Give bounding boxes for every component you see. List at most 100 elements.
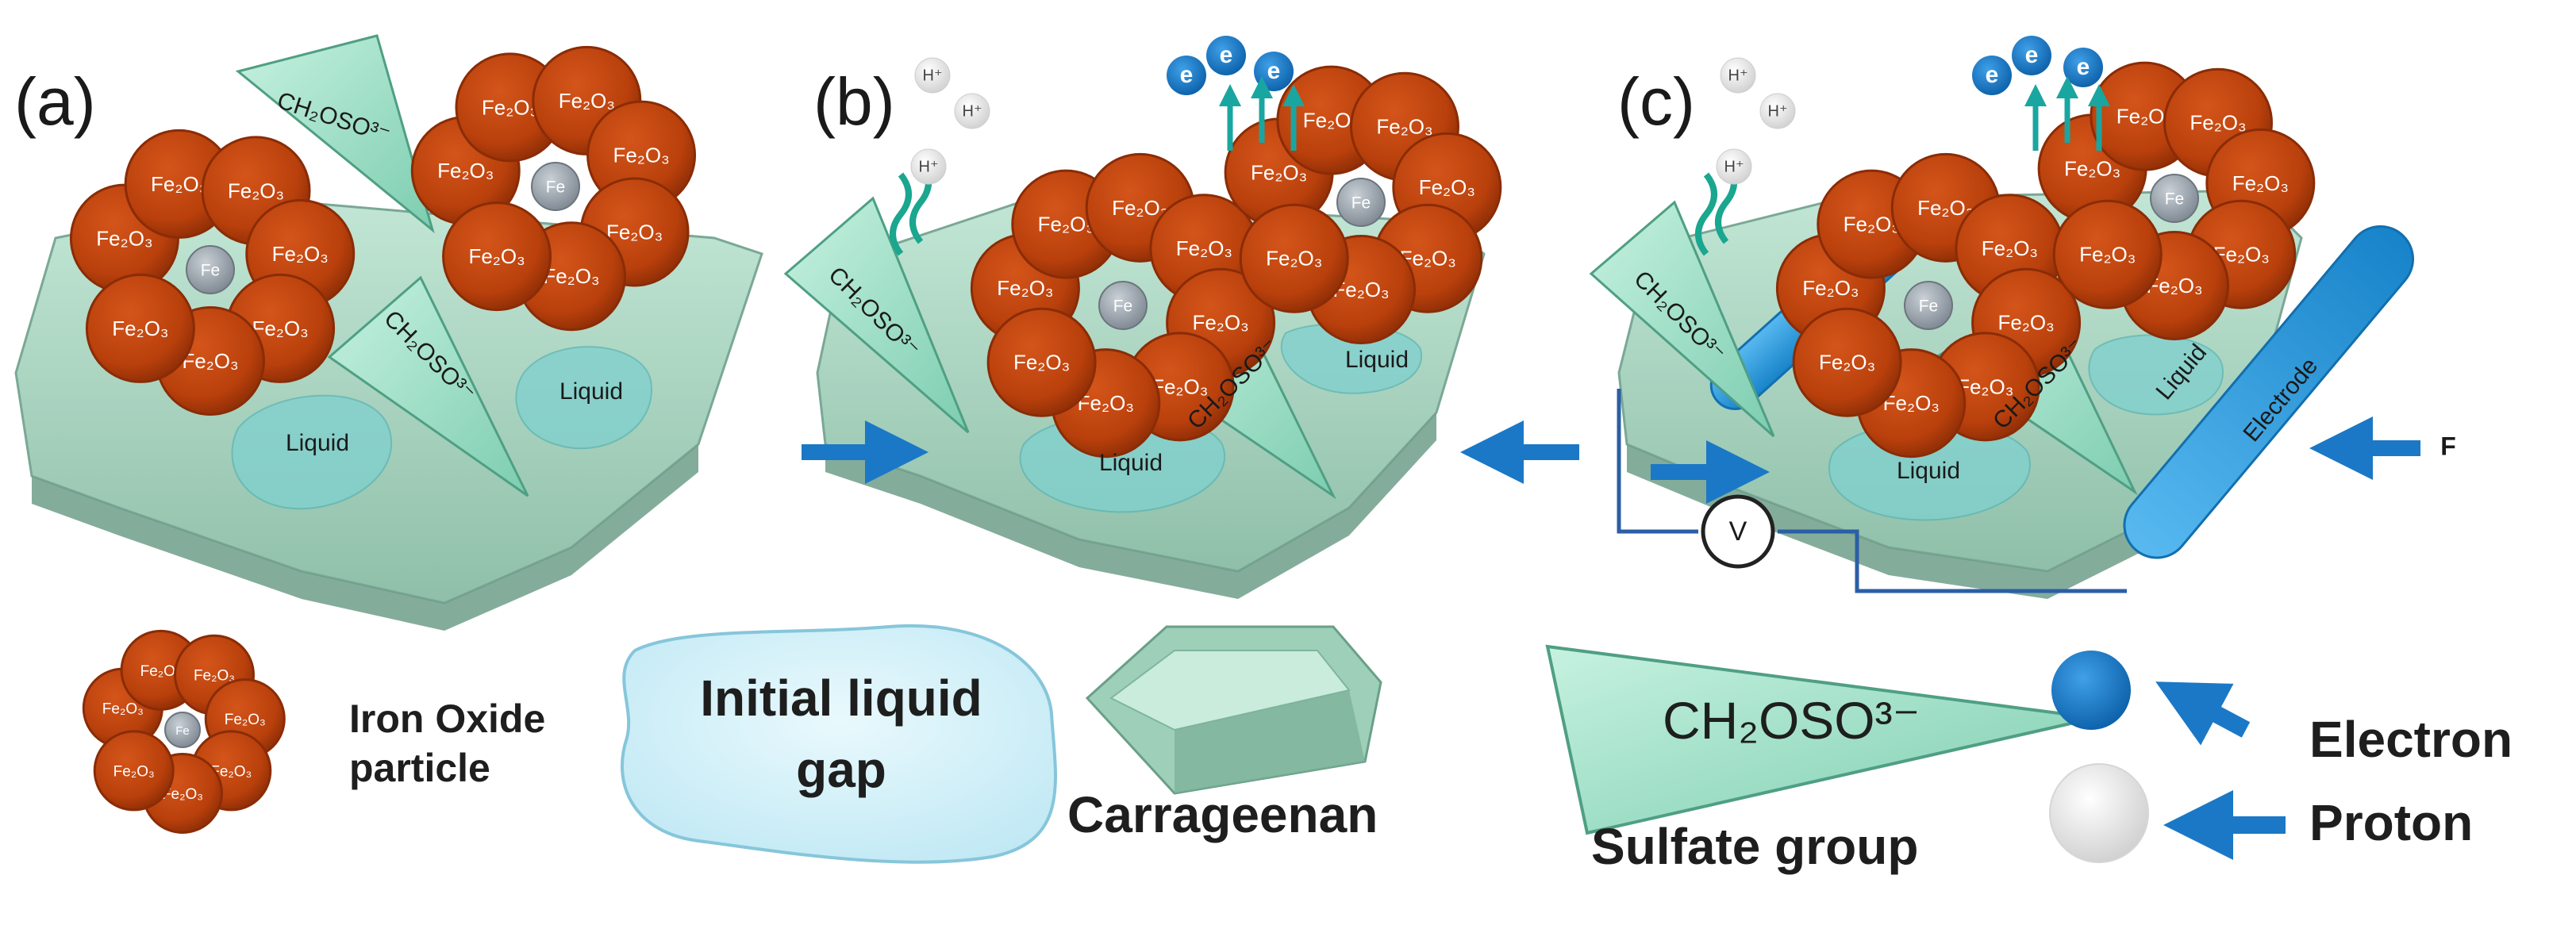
iron-core-label: Fe bbox=[1113, 297, 1133, 316]
proton bbox=[1716, 148, 1752, 185]
proton bbox=[910, 148, 947, 185]
panel-label-c: (c) bbox=[1617, 64, 1695, 139]
initial-liquid-gap-label: Initial liquid gap bbox=[651, 662, 1032, 805]
iron-oxide-label: Fe₂O₃ bbox=[1266, 247, 1322, 271]
iron-oxide-sphere bbox=[986, 307, 1097, 417]
iron-oxide-label: Fe₂O₃ bbox=[1917, 196, 1974, 220]
sulfate-group-label: Sulfate group bbox=[1591, 818, 1919, 875]
liquid-label: Liquid bbox=[559, 378, 623, 405]
iron-core bbox=[1904, 281, 1953, 330]
proton-wave bbox=[1695, 172, 1717, 256]
proton-symbol: H⁺ bbox=[1724, 158, 1744, 175]
iron-oxide-label: Fe₂O₃ bbox=[1192, 311, 1248, 335]
iron-oxide-label: Iron Oxide particle bbox=[349, 694, 545, 793]
electrode bbox=[2123, 225, 2414, 559]
iron-oxide-label: Fe₂O₃ bbox=[228, 178, 284, 202]
iron-oxide-label: Fe₂O₃ bbox=[1013, 351, 1070, 374]
electron-arrow bbox=[2155, 681, 2251, 746]
iron-oxide-label: Fe₂O₃ bbox=[559, 89, 615, 113]
electron-symbol: e bbox=[2025, 42, 2039, 68]
iron-oxide-label: Fe₂O₃ bbox=[468, 244, 525, 268]
initial-gap-line1: Initial liquid bbox=[700, 670, 982, 727]
iron-oxide-label: Fe₂O₃ bbox=[1038, 212, 1094, 236]
iron-core-label: Fe bbox=[175, 724, 190, 738]
iron-oxide-label: Fe₂O₃ bbox=[1251, 160, 1307, 184]
iron-core bbox=[531, 162, 580, 211]
iron-oxide-label: Fe₂O₃ bbox=[194, 668, 235, 685]
electron-icon bbox=[2051, 651, 2131, 730]
iron-oxide-label: Fe₂O₃ bbox=[1112, 196, 1168, 220]
electron-symbol: e bbox=[1220, 42, 1233, 68]
iron-oxide-label: Fe₂O₃ bbox=[1997, 311, 2054, 335]
iron-oxide-label: Fe₂O₃ bbox=[482, 95, 538, 119]
proton-symbol: H⁺ bbox=[923, 67, 943, 84]
proton-label: Proton bbox=[2309, 794, 2474, 851]
iron-core bbox=[186, 245, 235, 294]
proton bbox=[1759, 93, 1796, 129]
iron-oxide-label: Fe₂O₃ bbox=[1883, 391, 1940, 415]
circuit-wire bbox=[1617, 389, 1698, 534]
iron-oxide-label-line1: Iron Oxide bbox=[349, 697, 546, 741]
iron-oxide-label: Fe₂O₃ bbox=[225, 712, 266, 728]
iron-core-label: Fe bbox=[1351, 194, 1371, 213]
circuit-wire bbox=[1778, 529, 2127, 593]
sulfate-group-triangle bbox=[1589, 200, 1775, 438]
iron-core-label: Fe bbox=[2165, 190, 2185, 209]
carrageenan-label: Carrageenan bbox=[1067, 786, 1378, 843]
electron bbox=[1972, 56, 2012, 95]
proton bbox=[954, 93, 990, 129]
iron-oxide-label: Fe₂O₃ bbox=[96, 227, 152, 251]
initial-liquid-gap-shape bbox=[621, 624, 1057, 864]
iron-oxide-label: Fe₂O₃ bbox=[1376, 115, 1432, 139]
iron-oxide-label: Fe₂O₃ bbox=[1176, 236, 1232, 260]
liquid-label: Liquid bbox=[1897, 458, 1960, 484]
proton bbox=[914, 57, 951, 94]
iron-oxide-label: Fe₂O₃ bbox=[1419, 175, 1475, 199]
iron-core bbox=[1098, 281, 1148, 330]
proton-symbol: H⁺ bbox=[963, 102, 982, 120]
liquid-label: Liquid bbox=[1099, 450, 1163, 476]
iron-core-label: Fe bbox=[1919, 297, 1939, 316]
iron-oxide-sphere bbox=[93, 730, 175, 812]
electron-symbol: e bbox=[2077, 54, 2090, 80]
sulfate-group-triangle bbox=[327, 275, 529, 497]
iron-oxide-label: Fe₂O₃ bbox=[1152, 374, 1208, 398]
iron-oxide-label: Fe₂O₃ bbox=[606, 220, 663, 244]
carrageenan-icon bbox=[1085, 625, 1382, 795]
iron-oxide-label: Fe₂O₃ bbox=[1982, 236, 2038, 260]
proton-symbol: H⁺ bbox=[919, 158, 939, 175]
liquid-label: Liquid bbox=[286, 430, 349, 456]
proton-symbol: H⁺ bbox=[1728, 67, 1748, 84]
force-label: F bbox=[2440, 432, 2456, 460]
iron-oxide-label: Fe₂O₃ bbox=[997, 276, 1053, 300]
proton-symbol: H⁺ bbox=[1768, 102, 1788, 120]
panel-label-b: (b) bbox=[813, 64, 895, 139]
sulfate-group-triangle-legend bbox=[1545, 644, 2096, 835]
iron-core-label: Fe bbox=[546, 178, 566, 197]
liquid-region bbox=[515, 346, 652, 450]
iron-oxide-sphere bbox=[85, 273, 195, 383]
panel-label-a: (a) bbox=[14, 64, 96, 139]
electron bbox=[1167, 56, 1206, 95]
iron-core bbox=[2150, 174, 2199, 223]
iron-oxide-label: Fe₂O₃ bbox=[162, 786, 203, 803]
proton bbox=[1720, 57, 1756, 94]
iron-oxide-label: Fe₂O₃ bbox=[210, 763, 252, 780]
voltmeter-label: V bbox=[1729, 516, 1747, 547]
iron-oxide-label: Fe₂O₃ bbox=[2079, 243, 2136, 267]
proton-wave bbox=[890, 172, 912, 256]
iron-oxide-sphere bbox=[2052, 199, 2163, 309]
iron-oxide-sphere bbox=[1792, 307, 1902, 417]
iron-oxide-label: Fe₂O₃ bbox=[252, 317, 308, 340]
iron-oxide-label: Fe₂O₃ bbox=[102, 701, 144, 718]
iron-oxide-label: Fe₂O₃ bbox=[2232, 171, 2289, 195]
proton-icon bbox=[2049, 763, 2149, 863]
electron-symbol: e bbox=[1180, 62, 1194, 88]
iron-oxide-label: Fe₂O₃ bbox=[1819, 351, 1875, 374]
iron-oxide-label: Fe₂O₃ bbox=[112, 317, 168, 340]
electron-symbol: e bbox=[1267, 58, 1281, 84]
electron-symbol: e bbox=[1986, 62, 1999, 88]
sulfate-group-triangle bbox=[783, 196, 970, 434]
